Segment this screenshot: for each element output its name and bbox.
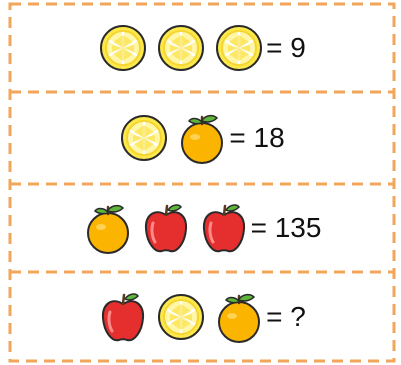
equation-question: = ? bbox=[266, 300, 306, 332]
orange-icon bbox=[214, 290, 264, 344]
apple-icon bbox=[141, 201, 191, 255]
lemon-slice-icon bbox=[98, 21, 148, 75]
orange-icon bbox=[177, 111, 227, 165]
lemon-slice-icon bbox=[119, 111, 169, 165]
orange-icon bbox=[83, 201, 133, 255]
equation-row-3: = 135 bbox=[10, 184, 394, 272]
apple-icon bbox=[98, 290, 148, 344]
equation-row-2: = 18 bbox=[10, 92, 394, 184]
equation-result: = 135 bbox=[250, 212, 322, 243]
equation-result: = 9 bbox=[266, 32, 306, 63]
equation-row-4: = ? bbox=[10, 272, 394, 361]
lemon-slice-icon bbox=[214, 21, 264, 75]
equation-result: = 18 bbox=[229, 122, 285, 153]
equation-row-1: = 9 bbox=[10, 4, 394, 92]
lemon-slice-icon bbox=[156, 290, 206, 344]
lemon-slice-icon bbox=[156, 21, 206, 75]
apple-icon bbox=[199, 201, 249, 255]
